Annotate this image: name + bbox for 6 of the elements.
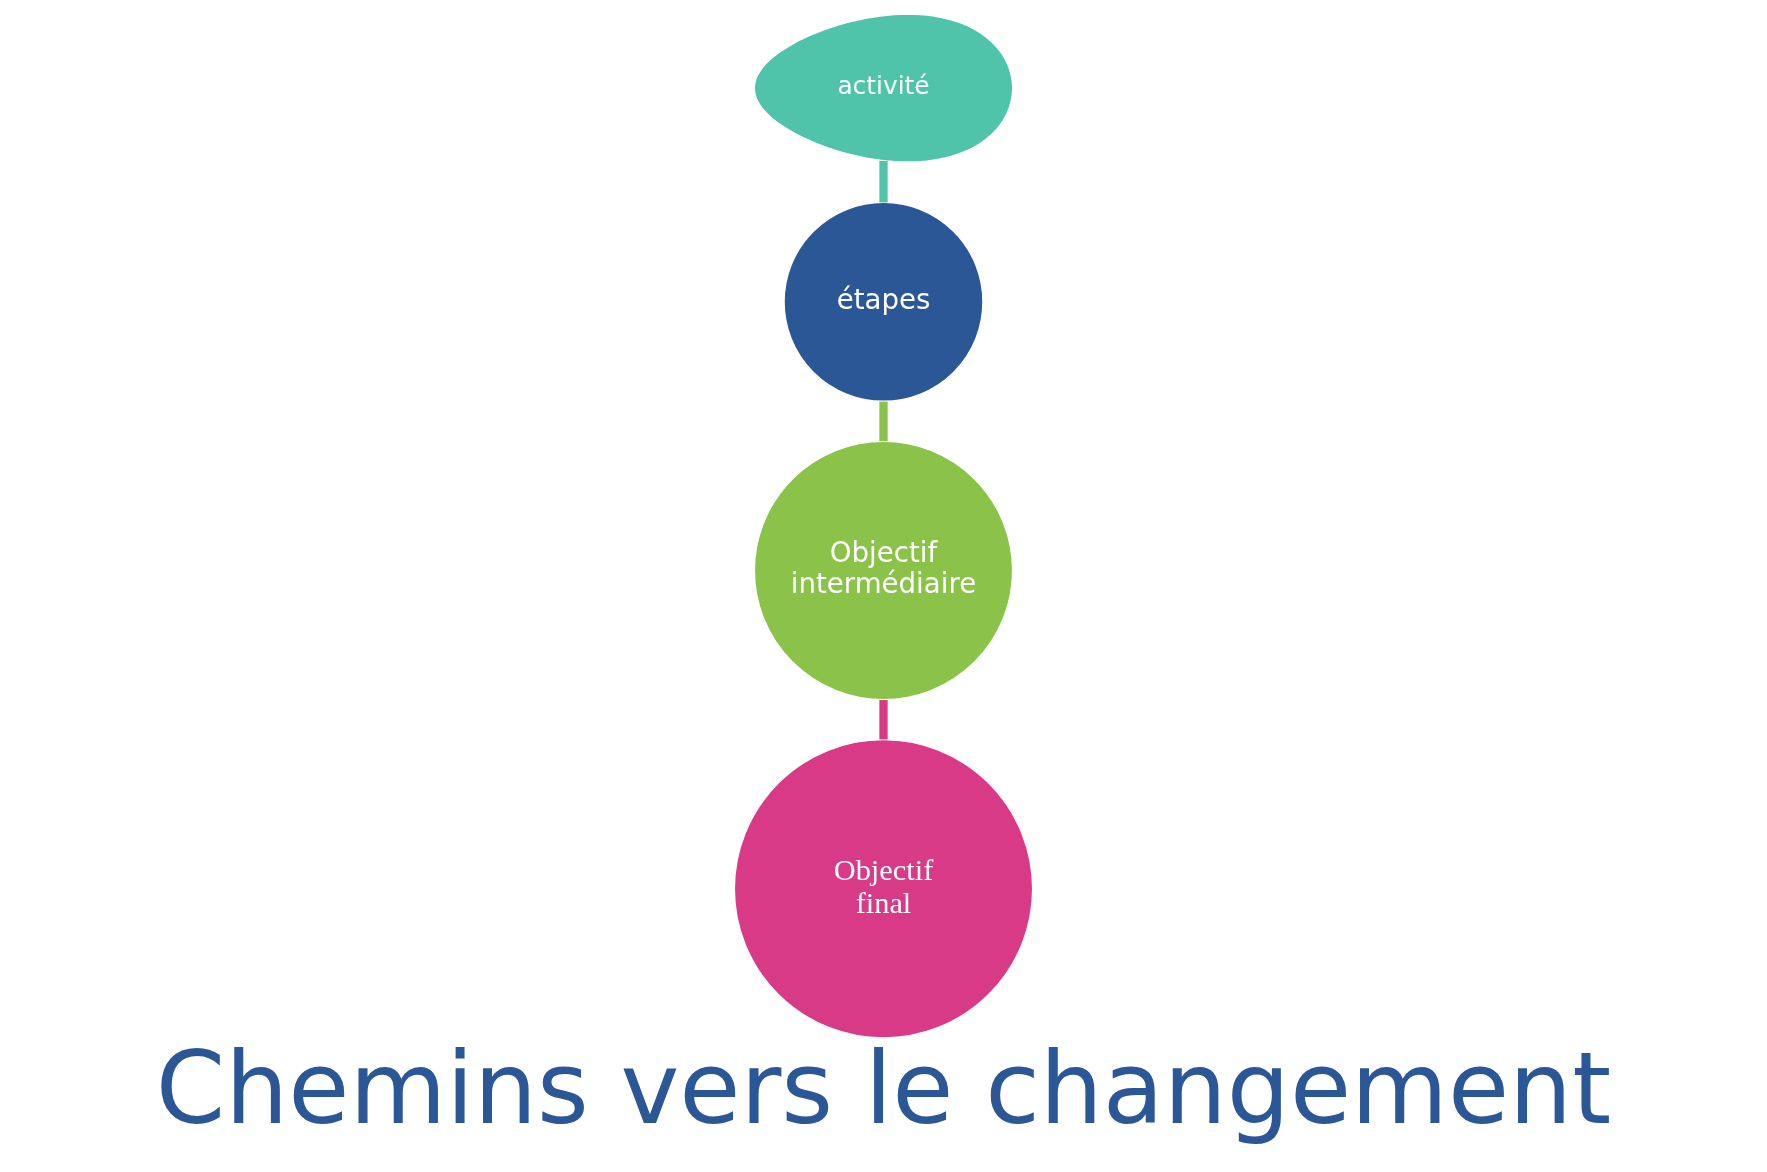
node-circle: étapes xyxy=(783,201,984,402)
connector xyxy=(879,160,888,203)
connector xyxy=(879,700,888,740)
connector xyxy=(879,401,888,442)
node-circle: Objectif final xyxy=(733,738,1034,1039)
node-circle: Objectif intermédiaire xyxy=(753,440,1014,701)
